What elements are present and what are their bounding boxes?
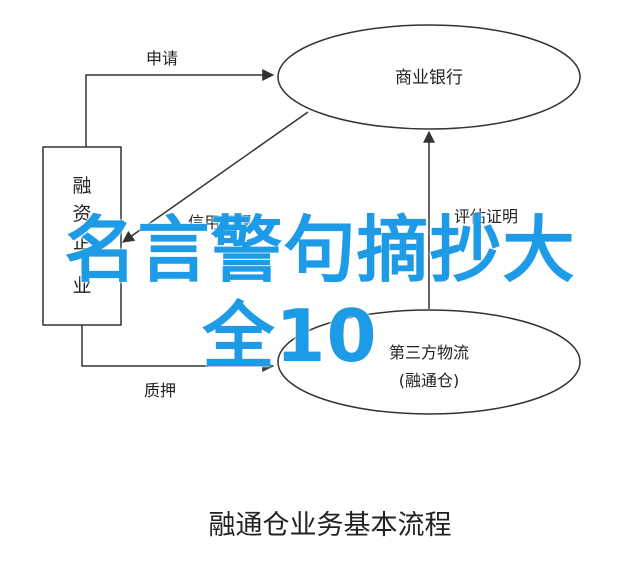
enterprise-char-3: 企 <box>72 231 91 253</box>
enterprise-char-1: 融 <box>72 175 91 197</box>
diagram-caption: 融通仓业务基本流程 <box>209 510 452 541</box>
bank-label: 商业银行 <box>395 68 463 88</box>
overlay-title-line2: 全10 <box>202 294 378 378</box>
pledge-arrow <box>81 325 275 372</box>
overlay-title-line1: 名言警句摘抄大 <box>64 208 576 292</box>
enterprise-char-4: 业 <box>72 275 91 297</box>
logistics-label-line1: 第三方物流 <box>389 343 469 362</box>
enterprise-box <box>42 146 122 326</box>
assess-label: 评估证明 <box>454 207 518 226</box>
logistics-label-line2: (融通仓) <box>399 371 460 390</box>
apply-arrow <box>85 69 275 147</box>
apply-label: 申请 <box>146 49 178 68</box>
credit-arrow <box>122 111 309 243</box>
pledge-label: 质押 <box>144 381 176 400</box>
credit-label: 信用担保 <box>188 213 252 232</box>
bank-ellipse <box>277 24 581 130</box>
enterprise-label: 融 资 企 业 <box>72 175 91 297</box>
enterprise-char-2: 资 <box>72 203 91 225</box>
logistics-ellipse <box>277 309 581 415</box>
